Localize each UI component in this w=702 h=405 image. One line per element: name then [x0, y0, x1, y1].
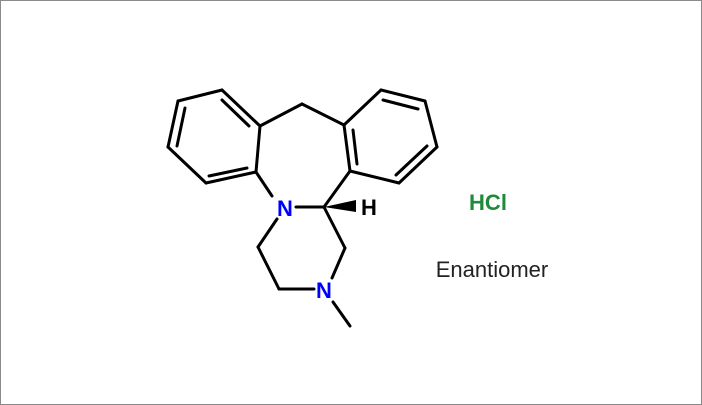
left-benzene-ring — [166, 88, 262, 185]
right-benzene-ring — [342, 88, 439, 185]
salt-label: HCl — [469, 190, 507, 215]
enantiomer-label: Enantiomer — [436, 257, 549, 282]
methyl-bond — [331, 300, 352, 328]
atom-n1: N — [277, 196, 293, 221]
stereo-wedge-bond — [324, 200, 356, 212]
azepine-ring-bonds — [254, 102, 352, 209]
atom-n2: N — [316, 278, 332, 303]
piperazine-ring-bonds — [256, 205, 347, 291]
atom-h: H — [361, 195, 377, 220]
